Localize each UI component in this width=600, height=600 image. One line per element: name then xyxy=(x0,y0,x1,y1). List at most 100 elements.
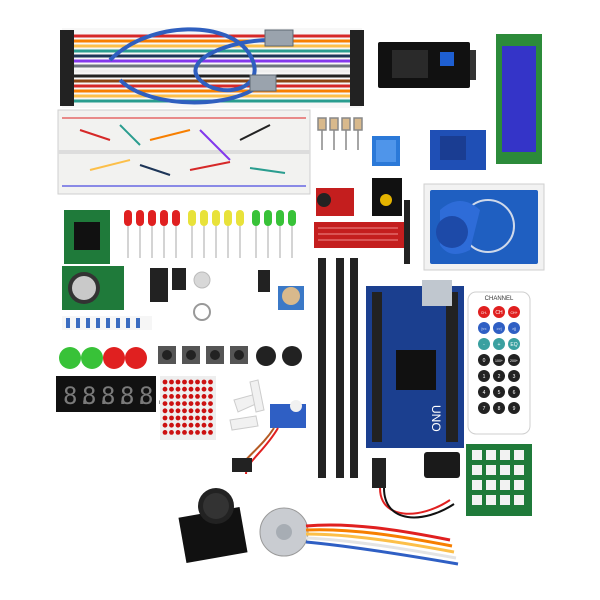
matrix-dot xyxy=(175,430,181,435)
remote-key xyxy=(508,402,520,414)
matrix-dot xyxy=(162,386,168,392)
matrix-dot xyxy=(182,394,187,399)
remote-key-label: - xyxy=(483,342,485,348)
matrix-dot xyxy=(201,422,207,428)
matrix-dot xyxy=(201,394,207,399)
remote-key-label: 5 xyxy=(498,390,501,396)
remote-key-label: 3 xyxy=(513,374,516,380)
remote-key xyxy=(493,386,505,398)
remote-key xyxy=(493,402,505,414)
remote-key xyxy=(508,370,520,382)
rtc-module xyxy=(62,266,124,310)
matrix-dot xyxy=(188,415,194,421)
joystick-module xyxy=(178,488,248,564)
matrix-dot xyxy=(208,394,213,399)
matrix-dot xyxy=(188,430,194,435)
keypad-button xyxy=(486,450,496,460)
matrix-dot xyxy=(175,415,181,421)
remote-header: CHANNEL xyxy=(485,296,514,302)
remote-key xyxy=(493,306,505,318)
matrix-dot xyxy=(175,401,181,406)
matrix-dot xyxy=(162,415,168,421)
remote-key-label: 6 xyxy=(513,390,516,396)
matrix-dot xyxy=(162,394,168,399)
remote-key xyxy=(508,386,520,398)
remote-key xyxy=(508,306,520,318)
matrix-dot xyxy=(188,422,194,428)
matrix-dot xyxy=(201,408,207,414)
remote-key xyxy=(478,322,490,334)
matrix-dot xyxy=(182,386,187,392)
matrix-dot xyxy=(188,379,194,385)
matrix-dot xyxy=(175,379,181,385)
keypad-button xyxy=(472,450,482,460)
remote-key-label: 9 xyxy=(513,406,516,412)
ic-chips xyxy=(150,268,270,302)
remote-key xyxy=(508,338,520,350)
dht11-sensor xyxy=(372,136,400,166)
matrix-dot xyxy=(195,415,200,421)
matrix-dot xyxy=(182,415,187,421)
leds-yellow xyxy=(188,210,244,258)
matrix-dot xyxy=(175,422,181,428)
matrix-dot xyxy=(169,430,174,435)
sound-sensor-module xyxy=(316,188,354,216)
matrix-dot xyxy=(195,408,200,414)
remote-key-label: 200+ xyxy=(510,359,518,363)
keypad-button xyxy=(500,495,510,505)
usb-cable xyxy=(108,27,294,105)
remote-key xyxy=(478,306,490,318)
remote-key-label: EQ xyxy=(510,342,517,348)
matrix-dot xyxy=(201,415,207,421)
matrix-dot xyxy=(169,394,174,399)
matrix-dot xyxy=(188,401,194,406)
remote-key xyxy=(478,354,490,366)
water-level-sensor xyxy=(314,222,404,248)
matrix-dot xyxy=(208,379,213,385)
keypad-button xyxy=(500,465,510,475)
matrix-dot xyxy=(162,401,168,406)
stepper-driver-board xyxy=(64,210,110,264)
matrix-dot xyxy=(195,394,200,399)
led-dot-matrix xyxy=(160,376,216,440)
keypad-button xyxy=(500,480,510,490)
matrix-dot xyxy=(175,394,181,399)
seven-segment-display: 8.8.8.8.8. xyxy=(56,376,168,412)
photoresistors xyxy=(193,271,211,321)
matrix-dot xyxy=(175,408,181,414)
matrix-dot xyxy=(162,379,168,385)
seven-segment-digit: 8. xyxy=(101,382,130,410)
lcd-display xyxy=(496,34,542,164)
matrix-dot xyxy=(182,408,187,414)
matrix-dot xyxy=(201,386,207,392)
matrix-dot xyxy=(201,379,207,385)
matrix-dot xyxy=(195,386,200,392)
remote-key xyxy=(493,322,505,334)
servo-horns xyxy=(229,379,265,431)
potentiometer xyxy=(278,286,304,310)
matrix-dot xyxy=(208,386,213,392)
relay-module xyxy=(430,130,486,170)
matrix-dot xyxy=(169,415,174,421)
servo-motor xyxy=(232,400,306,475)
breadboard xyxy=(57,109,311,195)
matrix-dot xyxy=(188,394,194,399)
matrix-dot xyxy=(162,422,168,428)
seven-segment-digit: 8. xyxy=(63,382,92,410)
matrix-dot xyxy=(208,408,213,414)
matrix-dot xyxy=(195,422,200,428)
remote-key-label: >|| xyxy=(512,327,516,331)
power-cables xyxy=(372,452,460,519)
keypad-button xyxy=(472,480,482,490)
remote-key xyxy=(478,386,490,398)
matrix-dot xyxy=(169,401,174,406)
matrix-dot xyxy=(169,386,174,392)
remote-key-label: 0 xyxy=(483,358,486,364)
arduino-uno-board: UNO xyxy=(366,280,464,448)
matrix-dot xyxy=(162,408,168,414)
matrix-dot xyxy=(195,430,200,435)
matrix-dot xyxy=(182,422,187,428)
keypad-button xyxy=(486,465,496,475)
seven-segment-digit: 8. xyxy=(82,382,111,410)
